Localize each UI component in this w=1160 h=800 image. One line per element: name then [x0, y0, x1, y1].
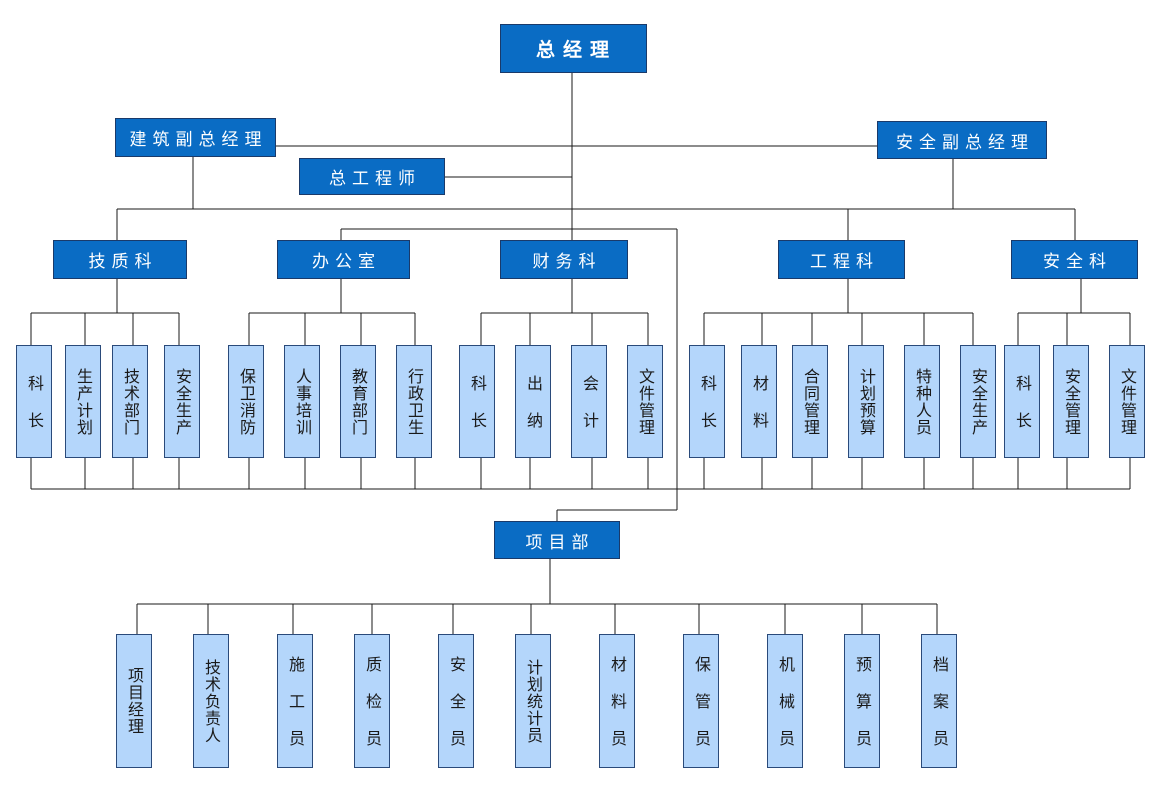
project-unit-label: 保 管 员 — [692, 655, 711, 747]
project-unit-label: 预 算 员 — [853, 655, 872, 747]
unit-box: 生产计划 — [65, 345, 101, 458]
project-unit-box: 档 案 员 — [921, 634, 957, 768]
unit-box: 会 计 — [571, 345, 607, 458]
project-unit-box: 项目经理 — [116, 634, 152, 768]
unit-box: 特种人员 — [904, 345, 940, 458]
project-unit-label: 机 械 员 — [776, 655, 795, 747]
building-vp-label: 建筑副总经理 — [129, 130, 268, 150]
unit-box: 安全管理 — [1053, 345, 1089, 458]
project-unit-box: 计划统计员 — [515, 634, 551, 768]
unit-label: 计划预算 — [857, 367, 876, 436]
unit-label: 安全生产 — [173, 367, 192, 436]
unit-box: 保卫消防 — [228, 345, 264, 458]
unit-label: 生产计划 — [74, 367, 93, 436]
project-unit-box: 质 检 员 — [354, 634, 390, 768]
building-vp-box: 建筑副总经理 — [115, 118, 276, 157]
unit-box: 人事培训 — [284, 345, 320, 458]
unit-box: 技术部门 — [112, 345, 148, 458]
chief-engineer-box: 总工程师 — [299, 158, 445, 195]
dept-finance: 财务科 — [500, 240, 628, 279]
project-unit-label: 安 全 员 — [447, 655, 466, 747]
unit-box: 科 长 — [1004, 345, 1040, 458]
project-unit-box: 技术负责人 — [193, 634, 229, 768]
project-unit-box: 材 料 员 — [599, 634, 635, 768]
unit-box: 文件管理 — [1109, 345, 1145, 458]
unit-label: 会 计 — [580, 374, 599, 429]
general-manager-label: 总经理 — [535, 39, 617, 61]
dept-engineering: 工程科 — [778, 240, 905, 279]
unit-box: 科 长 — [689, 345, 725, 458]
project-unit-box: 预 算 员 — [844, 634, 880, 768]
project-unit-label: 材 料 员 — [608, 655, 627, 747]
unit-box: 材 料 — [741, 345, 777, 458]
unit-box: 计划预算 — [848, 345, 884, 458]
unit-label: 出 纳 — [524, 374, 543, 429]
unit-box: 科 长 — [16, 345, 52, 458]
unit-box: 出 纳 — [515, 345, 551, 458]
unit-box: 教育部门 — [340, 345, 376, 458]
dept-safety: 安全科 — [1011, 240, 1138, 279]
unit-label: 材 料 — [750, 374, 769, 429]
project-unit-box: 施 工 员 — [277, 634, 313, 768]
unit-label: 安全生产 — [969, 367, 988, 436]
project-unit-box: 安 全 员 — [438, 634, 474, 768]
project-unit-box: 保 管 员 — [683, 634, 719, 768]
project-unit-label: 质 检 员 — [363, 655, 382, 747]
project-unit-label: 计划统计员 — [524, 658, 543, 744]
project-dept-label: 项目部 — [525, 532, 595, 553]
project-unit-label: 档 案 员 — [930, 655, 949, 747]
project-unit-label: 技术负责人 — [202, 658, 221, 744]
unit-box: 合同管理 — [792, 345, 828, 458]
unit-box: 行政卫生 — [396, 345, 432, 458]
dept-office-label: 办公室 — [312, 252, 381, 272]
dept-engineering-label: 工程科 — [810, 252, 879, 272]
unit-label: 科 长 — [698, 374, 717, 429]
unit-label: 教育部门 — [349, 367, 368, 436]
dept-tech-quality: 技质科 — [53, 240, 187, 279]
unit-label: 科 长 — [468, 374, 487, 429]
project-unit-box: 机 械 员 — [767, 634, 803, 768]
unit-label: 人事培训 — [293, 367, 312, 436]
unit-label: 文件管理 — [1118, 367, 1137, 436]
unit-label: 安全管理 — [1062, 367, 1081, 436]
safety-vp-label: 安全副总经理 — [896, 132, 1034, 153]
project-unit-label: 施 工 员 — [286, 655, 305, 747]
unit-box: 安全生产 — [960, 345, 996, 458]
unit-label: 保卫消防 — [237, 367, 256, 436]
unit-label: 技术部门 — [121, 367, 140, 436]
unit-box: 科 长 — [459, 345, 495, 458]
unit-label: 合同管理 — [801, 367, 820, 436]
dept-safety-label: 安全科 — [1043, 252, 1112, 272]
unit-label: 特种人员 — [913, 367, 932, 436]
unit-box: 安全生产 — [164, 345, 200, 458]
unit-label: 文件管理 — [636, 367, 655, 436]
project-unit-label: 项目经理 — [125, 667, 144, 735]
dept-office: 办公室 — [277, 240, 410, 279]
project-dept-box: 项目部 — [494, 521, 620, 559]
unit-label: 科 长 — [1013, 374, 1032, 429]
dept-tech-quality-label: 技质科 — [88, 252, 158, 272]
unit-label: 行政卫生 — [405, 367, 424, 436]
safety-vp-box: 安全副总经理 — [877, 121, 1047, 159]
chief-engineer-label: 总工程师 — [329, 169, 421, 189]
general-manager-box: 总经理 — [500, 24, 647, 73]
unit-box: 文件管理 — [627, 345, 663, 458]
dept-finance-label: 财务科 — [532, 252, 602, 272]
unit-label: 科 长 — [25, 374, 44, 429]
